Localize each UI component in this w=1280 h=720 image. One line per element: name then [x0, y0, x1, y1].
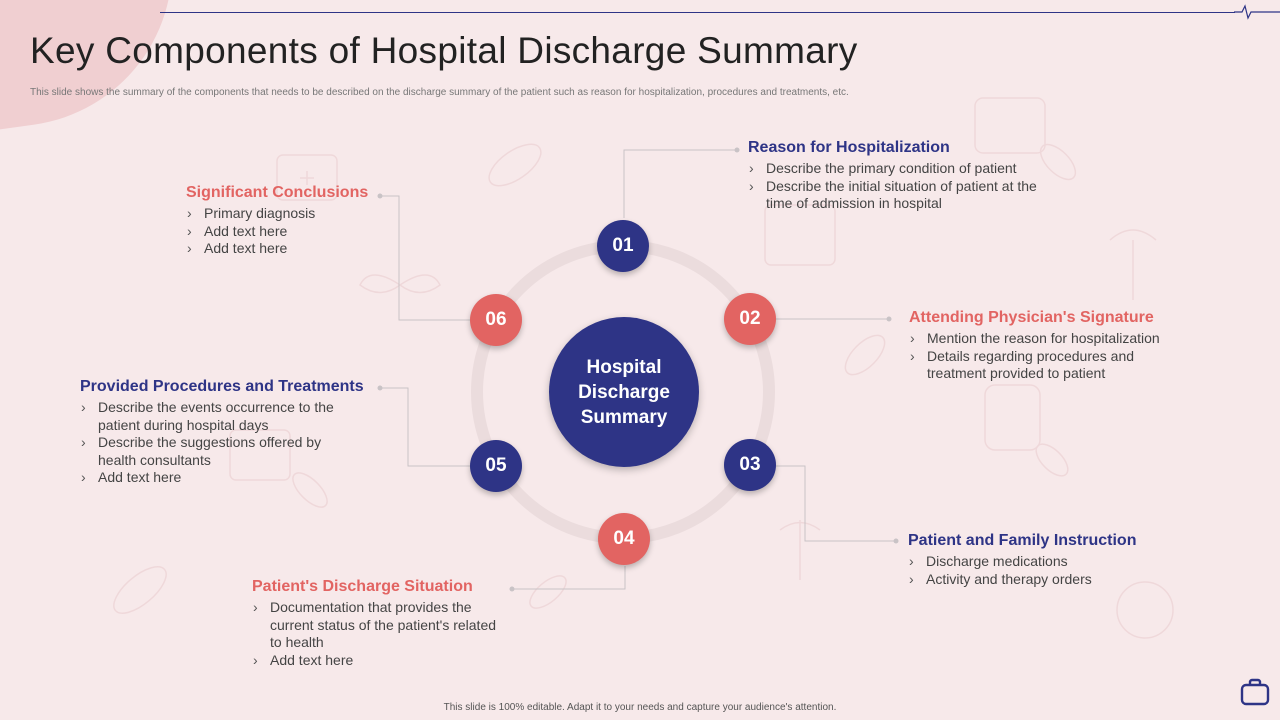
- step-bullet: Add text here: [186, 223, 386, 241]
- center-label: Hospital Discharge Summary: [578, 356, 670, 428]
- step-bullet: Documentation that provides the current …: [252, 599, 510, 652]
- step-number-05: 05: [470, 440, 522, 492]
- step-title: Patient's Discharge Situation: [252, 578, 473, 595]
- step-bullet: Describe the events occurrence to the pa…: [80, 399, 336, 434]
- step-title: Provided Procedures and Treatments: [80, 378, 364, 395]
- step-block-02: Attending Physician's Signature Mention …: [909, 309, 1194, 383]
- page-title: Key Components of Hospital Discharge Sum…: [30, 30, 858, 71]
- step-bullet: Add text here: [252, 652, 522, 670]
- step-number-04: 04: [598, 513, 650, 565]
- step-bullet: Primary diagnosis: [186, 205, 386, 223]
- briefcase-icon[interactable]: [1240, 678, 1270, 706]
- step-title: Patient and Family Instruction: [908, 532, 1137, 549]
- step-block-01: Reason for Hospitalization Describe the …: [748, 139, 1048, 213]
- step-number-03: 03: [724, 439, 776, 491]
- page-subtitle: This slide shows the summary of the comp…: [30, 87, 849, 98]
- step-bullet: Add text here: [186, 240, 386, 258]
- pulse-icon: [1234, 4, 1280, 20]
- step-title: Reason for Hospitalization: [748, 139, 950, 156]
- step-block-03: Patient and Family Instruction Discharge…: [908, 532, 1188, 588]
- step-bullet: Describe the primary condition of patien…: [748, 160, 1048, 178]
- step-title: Attending Physician's Signature: [909, 309, 1154, 326]
- step-block-05: Provided Procedures and Treatments Descr…: [80, 378, 380, 487]
- top-rule: [160, 12, 1235, 13]
- step-block-04: Patient's Discharge Situation Documentat…: [252, 578, 522, 669]
- center-circle: Hospital Discharge Summary: [549, 317, 699, 467]
- step-bullet: Activity and therapy orders: [908, 571, 1188, 589]
- step-block-06: Significant Conclusions Primary diagnosi…: [186, 184, 386, 258]
- footer-note: This slide is 100% editable. Adapt it to…: [443, 702, 837, 713]
- step-bullet: Details regarding procedures and treatme…: [909, 348, 1152, 383]
- step-bullet: Add text here: [80, 469, 380, 487]
- step-number-02: 02: [724, 293, 776, 345]
- step-number-06: 06: [470, 294, 522, 346]
- step-bullet: Mention the reason for hospitalization: [909, 330, 1194, 348]
- step-number-01: 01: [597, 220, 649, 272]
- step-title: Significant Conclusions: [186, 184, 369, 201]
- step-bullet: Describe the initial situation of patien…: [748, 178, 1048, 213]
- step-bullet: Describe the suggestions offered by heal…: [80, 434, 348, 469]
- step-bullet: Discharge medications: [908, 553, 1188, 571]
